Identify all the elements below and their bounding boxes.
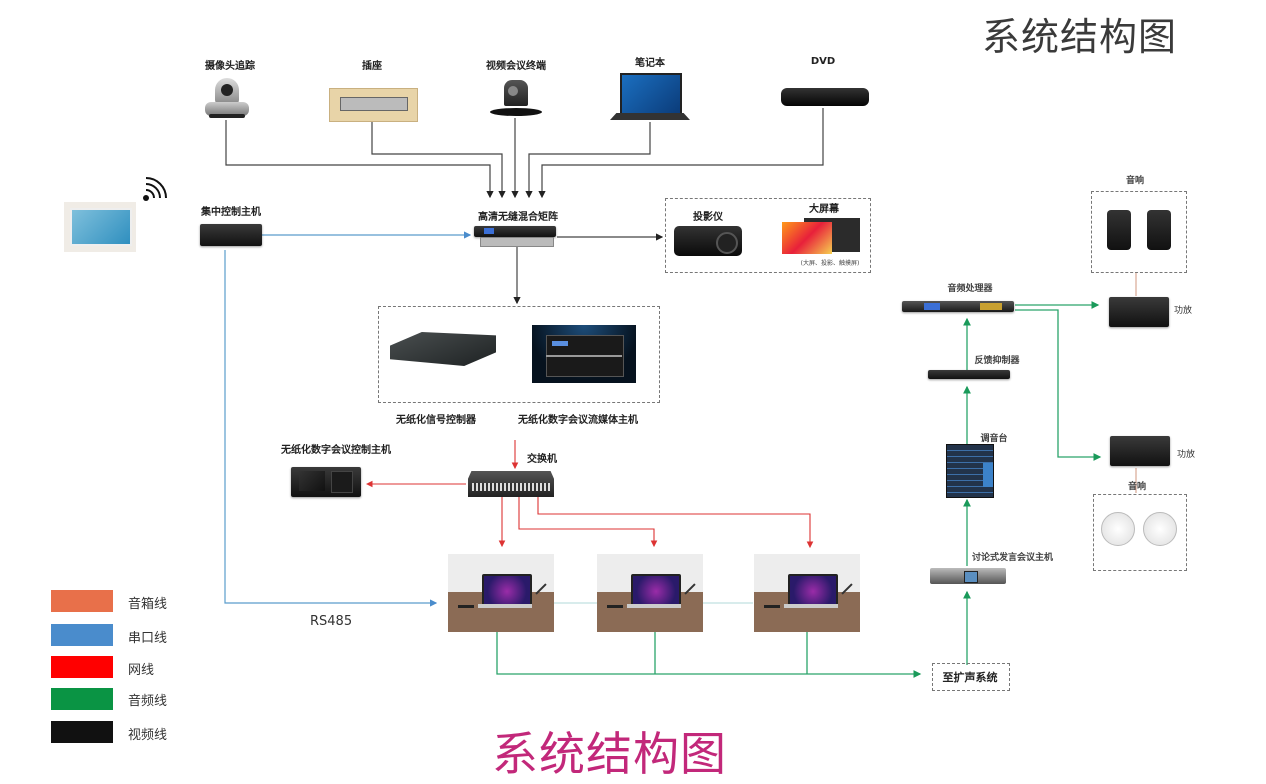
wall-speaker-icon <box>1107 210 1131 250</box>
desk-terminal-1 <box>448 554 554 632</box>
amplifier-bottom-icon <box>1110 436 1170 466</box>
source-label-vc: 视频会议终端 <box>486 61 546 72</box>
feedback-suppressor-icon <box>928 370 1010 379</box>
wire-socket-to-matrix <box>371 122 506 199</box>
legend-swatch-network-line <box>51 656 113 678</box>
ptz-camera-icon <box>205 78 249 120</box>
audio-processor-label: 音频处理器 <box>947 284 993 294</box>
mixer-icon <box>946 444 994 498</box>
paperless-control-host-label: 无纸化数字会议控制主机 <box>281 445 391 456</box>
paperless-terminal-screen-icon <box>631 574 681 606</box>
projector-icon <box>674 226 742 256</box>
diagram-title-bottom: 系统结构图 <box>492 727 727 781</box>
wire-camera-to-matrix <box>225 120 494 199</box>
ceiling-speaker-icon <box>1143 512 1177 546</box>
amplifier-bottom-label: 功放 <box>1177 450 1196 460</box>
wire-laptop-to-matrix <box>525 122 651 199</box>
amplifier-top-icon <box>1109 297 1169 327</box>
rs485-label: RS485 <box>310 614 353 629</box>
desk-terminal-3 <box>754 554 860 632</box>
floor-socket-icon <box>329 88 418 122</box>
paperless-streaming-host-label: 无纸化数字会议流媒体主机 <box>518 415 638 426</box>
legend-label-video-line: 视频线 <box>128 728 168 743</box>
pa-system-box <box>932 663 1010 691</box>
ceiling-speaker-icon <box>1101 512 1135 546</box>
desk-terminal-2 <box>597 554 703 632</box>
big-screen-label: 大屏幕 <box>809 204 839 215</box>
display-group-box <box>665 198 871 273</box>
source-label-dvd: DVD <box>810 56 836 67</box>
big-screen-icon <box>782 218 862 256</box>
source-label-socket: 插座 <box>362 61 382 72</box>
discussion-host-icon <box>930 568 1006 584</box>
speakers-bottom-box <box>1093 494 1187 571</box>
wire-switch-to-desk2 <box>518 497 658 548</box>
legend-label-speaker-line: 音箱线 <box>128 597 168 612</box>
network-lines <box>365 440 814 549</box>
mixer-label: 调音台 <box>980 434 1008 444</box>
central-controller-device <box>200 224 262 246</box>
wire-controller-rs485 <box>224 250 438 607</box>
wall-speaker-icon <box>1147 210 1171 250</box>
legend-swatch-video-line <box>51 721 113 743</box>
laptop-icon <box>610 73 690 123</box>
wire-desks-bus <box>496 632 922 678</box>
source-label-camera: 摄像头追踪 <box>205 61 255 72</box>
wire-switch-to-desk3 <box>537 497 814 549</box>
matrix-label: 高清无缝混合矩阵 <box>478 212 558 223</box>
wire-processor-to-amp2 <box>1015 309 1102 461</box>
legend-swatch-audio-line <box>51 688 113 710</box>
legend-label-audio-line: 音频线 <box>128 694 168 709</box>
paperless-terminal-screen-icon <box>788 574 838 606</box>
speakers-bottom-label: 音响 <box>1127 482 1146 492</box>
speakers-top-label: 音响 <box>1125 176 1144 186</box>
matrix-device-bottom <box>480 237 554 247</box>
paperless-control-host-icon <box>291 467 361 497</box>
source-label-laptop: 笔记本 <box>635 58 665 69</box>
audio-processor-icon <box>902 301 1014 312</box>
projector-label: 投影仪 <box>693 212 723 223</box>
paperless-group-box <box>378 306 660 403</box>
touch-panel-icon <box>64 202 136 252</box>
switch-label: 交换机 <box>527 454 557 465</box>
switch-icon <box>468 471 554 497</box>
diagram-title-top: 系统结构图 <box>982 15 1178 59</box>
legend-swatch-serial-line <box>51 624 113 646</box>
discussion-host-label: 讨论式发言会议主机 <box>972 553 1054 563</box>
dvd-player-icon <box>781 88 869 106</box>
wifi-icon <box>140 176 170 204</box>
matrix-device <box>474 226 556 237</box>
pa-system-label: 至扩声系统 <box>942 671 998 684</box>
video-conference-camera-icon <box>490 80 542 118</box>
legend-label-serial-line: 串口线 <box>128 631 168 646</box>
amplifier-top-label: 功放 <box>1174 306 1193 316</box>
feedback-suppressor-label: 反馈抑制器 <box>974 356 1020 366</box>
central-controller-label: 集中控制主机 <box>201 207 261 218</box>
paperless-terminal-screen-icon <box>482 574 532 606</box>
speakers-top-box <box>1091 191 1187 273</box>
paperless-signal-controller-label: 无纸化信号控制器 <box>396 415 476 426</box>
big-screen-caption: (大屏、投影、触摸屏) <box>800 260 860 267</box>
legend-label-network-line: 网线 <box>128 663 155 678</box>
legend-swatch-speaker-line <box>51 590 113 612</box>
paperless-streaming-host-icon <box>532 325 636 383</box>
